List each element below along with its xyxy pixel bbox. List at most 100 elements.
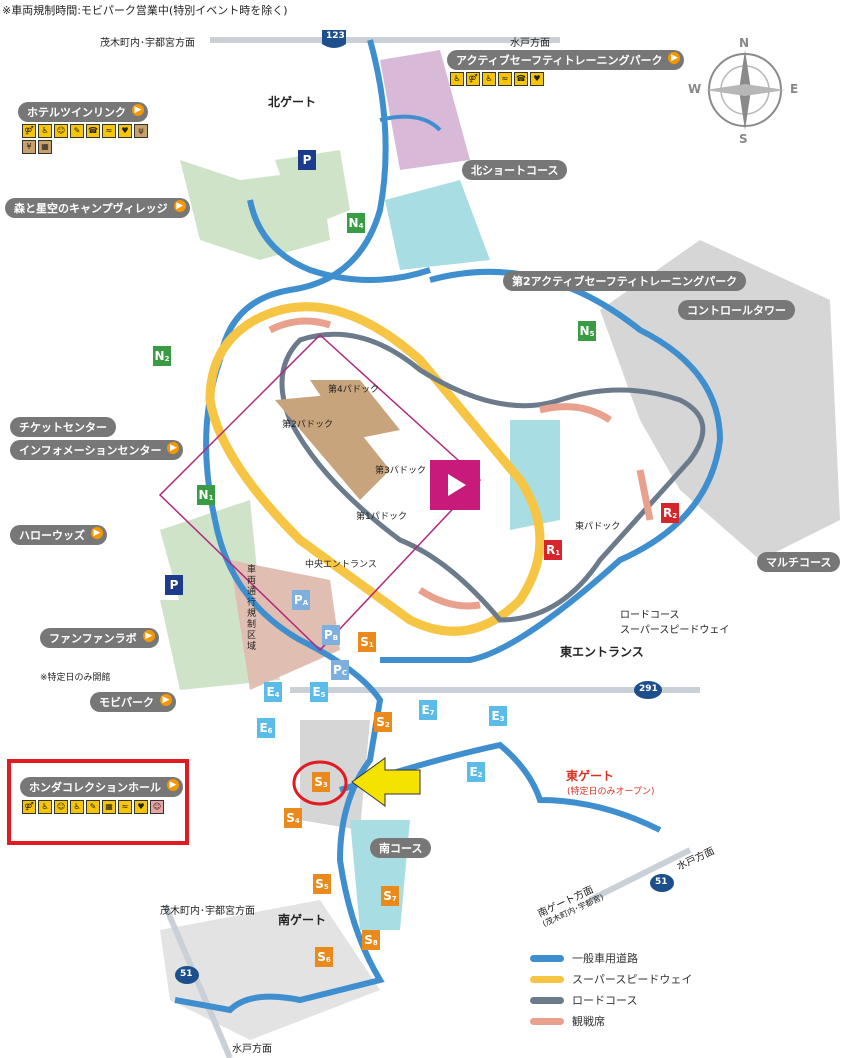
sign-r1: R1 — [544, 540, 562, 560]
honda-circle — [292, 760, 348, 806]
sign-e7: E7 — [419, 700, 437, 720]
label-multi-course[interactable]: マルチコース — [757, 552, 841, 572]
active-safety-icons: ♿⚤♿≈☎♥ — [450, 72, 570, 86]
chevron-right-icon: ▶ — [668, 52, 681, 64]
sign-r2: R2 — [661, 503, 679, 523]
sign-s2: S2 — [374, 712, 392, 732]
fanfun-note: ※特定日のみ開館 — [40, 673, 111, 683]
sign-parking-west: P — [165, 575, 183, 595]
locker-icon: ▦ — [38, 140, 52, 154]
sign-s3: S3 — [312, 772, 330, 792]
hotel-icons: ⚤♿☺✎☎≈♥ψ¥▦ — [22, 124, 162, 154]
toilet-icon: ♿ — [450, 72, 464, 86]
label-south-course[interactable]: 南コース — [370, 838, 432, 858]
sign-n1: N1 — [197, 485, 215, 505]
chevron-right-icon: ▶ — [167, 442, 180, 454]
sign-e5: E5 — [310, 682, 328, 702]
label-text: モビパーク — [99, 696, 154, 709]
label-fanfun[interactable]: ファンファンラボ ▶ — [40, 628, 159, 648]
sign-s5: S5 — [313, 874, 331, 894]
phone-icon: ☎ — [514, 72, 528, 86]
label-text: ホンダコレクションホール — [29, 781, 161, 794]
route-51-shield-east — [650, 874, 674, 892]
legend-swatch-grandstand — [530, 1017, 564, 1025]
locker-icon: ▦ — [102, 800, 116, 814]
label-paddock-3: 第3パドック — [375, 466, 426, 476]
chevron-right-icon: ▶ — [167, 779, 179, 791]
label-info[interactable]: インフォメーションセンター ▶ — [10, 440, 184, 460]
legend-swatch-public-road — [530, 954, 564, 962]
label-vehicle-passage: 車両通行規制区域 — [247, 565, 257, 652]
restroom-icon: ♿ — [38, 800, 52, 814]
sign-parking-a: PA — [292, 590, 310, 610]
sign-e6: E6 — [257, 718, 275, 738]
sign-parking-b: PB — [322, 625, 340, 645]
legend-label: 観戦席 — [572, 1015, 605, 1028]
label-ticket[interactable]: チケットセンター — [10, 417, 116, 437]
shop-icon: ✎ — [86, 800, 100, 814]
label-road-course: ロードコース — [620, 610, 680, 621]
label-honda-collection[interactable]: ホンダコレクションホール ▶ — [20, 777, 183, 797]
shop-icon: ✎ — [70, 124, 84, 138]
label-superspeedway: スーパースピードウェイ — [620, 625, 730, 636]
label-hotel[interactable]: ホテルツインリンク ▶ — [18, 102, 148, 122]
legend-label: 一般車用道路 — [572, 952, 638, 965]
wheelchair-icon: ♿ — [482, 72, 496, 86]
label-south-gate: 南ゲート — [278, 913, 327, 927]
route-51-south-label: 51 — [180, 969, 193, 979]
label-second-active[interactable]: 第2アクティブセーフティトレーニングパーク — [503, 271, 747, 291]
phone-icon: ☎ — [86, 124, 100, 138]
label-active-safety[interactable]: アクティブセーフティトレーニングパーク ▶ — [447, 50, 685, 70]
chevron-right-icon: ▶ — [160, 694, 172, 706]
sign-s7: S7 — [381, 886, 399, 906]
label-camp[interactable]: 森と星空のキャンプヴィレッジ▶ — [5, 198, 190, 218]
route-291-shield — [634, 681, 662, 699]
atm-icon: ¥ — [22, 140, 36, 154]
east-gate-note: (特定日のみオープン) — [567, 787, 655, 797]
sign-n4: N4 — [347, 213, 365, 233]
honda-icons: ⚤♿☺♿✎▦≈♥☺ — [22, 800, 172, 814]
legend-row: ロードコース — [530, 992, 692, 1008]
label-text: インフォメーションセンター — [19, 444, 162, 457]
label-text: マルチコース — [766, 556, 832, 569]
smoking-icon: ≈ — [102, 124, 116, 138]
label-mobipark[interactable]: モビパーク ▶ — [90, 692, 176, 712]
label-text: ファンファンラボ — [49, 632, 137, 645]
wheelchair-icon: ♿ — [70, 800, 84, 814]
compass-w: W — [688, 82, 702, 96]
legend-row: 一般車用道路 — [530, 950, 692, 966]
restaurant-icon: ψ — [134, 124, 148, 138]
baby-icon: ☺ — [150, 800, 164, 814]
sign-n5: N5 — [578, 321, 596, 341]
restroom-icon: ♿ — [38, 124, 52, 138]
label-hello-woods[interactable]: ハローウッズ▶ — [10, 525, 107, 545]
aed-icon: ♥ — [118, 124, 132, 138]
pointer-arrow — [351, 757, 421, 807]
label-north-gate: 北ゲート — [268, 95, 317, 109]
sign-s8: S8 — [362, 930, 380, 950]
sign-n2: N2 — [153, 346, 171, 366]
label-east-paddock: 東パドック — [575, 522, 621, 532]
label-text: ホテルツインリンク — [27, 106, 126, 119]
map-legend: 一般車用道路 スーパースピードウェイ ロードコース 観戦席 — [530, 950, 692, 1034]
smoking-icon: ≈ — [118, 800, 132, 814]
sign-s1: S1 — [358, 632, 376, 652]
vehicle-regulation-note: ※車両規制時間:モビパーク営業中(特別イベント時を除く) — [2, 4, 288, 17]
restroom-icon: ⚤ — [466, 72, 480, 86]
sign-s4: S4 — [284, 808, 302, 828]
to-motegi-top: 茂木町内･宇都宮方面 — [100, 38, 195, 49]
label-text: アクティブセーフティトレーニングパーク — [456, 54, 663, 67]
label-text: チケットセンター — [19, 421, 107, 434]
route-123-label: 123 — [326, 31, 345, 41]
chevron-right-icon: ▶ — [91, 527, 103, 539]
legend-row: スーパースピードウェイ — [530, 971, 692, 987]
label-north-short[interactable]: 北ショートコース — [462, 160, 568, 180]
chevron-right-icon: ▶ — [132, 104, 144, 116]
label-control-tower[interactable]: コントロールタワー — [678, 300, 795, 320]
label-text: 南コース — [379, 842, 423, 855]
label-east-gate: 東ゲート — [566, 769, 615, 783]
chevron-right-icon: ▶ — [142, 630, 155, 642]
compass-n: N — [739, 36, 750, 50]
label-text: 第2アクティブセーフティトレーニングパーク — [512, 275, 738, 288]
